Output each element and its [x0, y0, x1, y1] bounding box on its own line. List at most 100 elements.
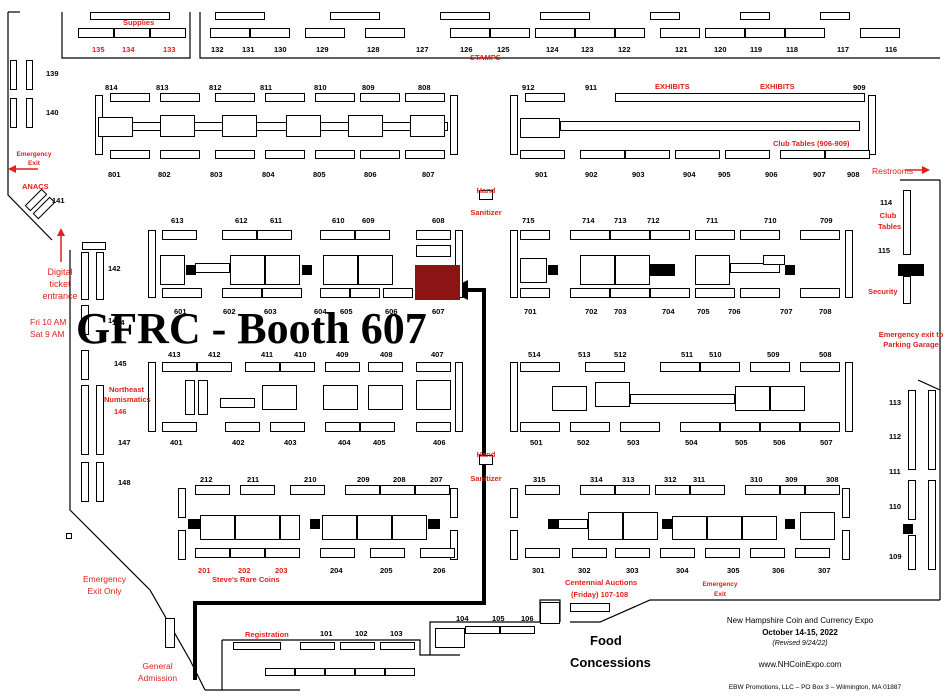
booth-table: [81, 462, 89, 502]
booth-table: [110, 150, 150, 159]
booth-table: [257, 230, 292, 240]
club-tables-906-label: Club Tables (906-909): [773, 139, 850, 148]
booth-table: [630, 394, 735, 404]
booth-number-708: 708: [819, 307, 832, 316]
booth-table: [110, 93, 150, 102]
booth-number-115: 115: [878, 246, 891, 255]
booth-table: [450, 95, 458, 155]
booth-table: [610, 230, 650, 240]
booth-number-119: 119: [750, 45, 763, 54]
booth-number-123: 123: [581, 45, 594, 54]
booth-table: [655, 485, 690, 495]
booth-table: [160, 255, 185, 285]
booth-number-814: 814: [105, 83, 118, 92]
booth-number-504: 504: [685, 438, 698, 447]
centennial-auctions-label: Centennial Auctions: [565, 578, 638, 587]
booth-block: [302, 265, 312, 275]
booth-table: [96, 462, 104, 502]
booth-table: [615, 93, 865, 102]
booth-table: [540, 602, 560, 624]
booth-block: [428, 519, 440, 529]
booth-table: [720, 422, 760, 432]
booth-block: [785, 265, 795, 275]
booth-table: [842, 530, 850, 560]
booth-number-305: 305: [727, 566, 740, 575]
booth-table: [572, 548, 607, 558]
booth-number-702: 702: [585, 307, 598, 316]
booth-table: [416, 230, 451, 240]
booth-number-404: 404: [338, 438, 351, 447]
booth-block: [186, 265, 196, 275]
booth-table: [320, 548, 355, 558]
booth-number-510: 510: [709, 350, 722, 359]
booth-number-413: 413: [168, 350, 181, 359]
booth-table: [805, 485, 840, 495]
booth-table: [162, 288, 202, 298]
centennial-booths-label: (Friday) 107-108: [571, 590, 629, 599]
hand-sanitizer-label-2: Hand Sanitizer: [470, 450, 502, 483]
booth-number-103: 103: [390, 629, 403, 638]
event-name: New Hampshire Coin and Currency Expo: [726, 616, 874, 625]
steves-rare-coins-label: Steve's Rare Coins: [212, 575, 280, 584]
booth-table: [730, 263, 780, 273]
concessions-label: Concessions: [570, 655, 651, 670]
booth-block: [662, 519, 672, 529]
booth-number-807: 807: [422, 170, 435, 179]
booth-number-706: 706: [728, 307, 741, 316]
booth-table: [908, 480, 916, 520]
booth-table: [230, 548, 265, 558]
booth-number-715: 715: [522, 216, 535, 225]
booth-table: [195, 548, 230, 558]
booth-number-112: 112: [889, 432, 902, 441]
booth-number-131: 131: [242, 45, 255, 54]
booth-number-124: 124: [546, 45, 559, 54]
booth-number-126: 126: [460, 45, 473, 54]
booth-number-140: 140: [46, 108, 59, 117]
booth-table: [520, 258, 547, 283]
booth-number-908: 908: [847, 170, 860, 179]
booth-table: [222, 230, 257, 240]
booth-table: [552, 386, 587, 411]
booth-table: [365, 28, 405, 38]
booth-number-709: 709: [820, 216, 833, 225]
booth-number-301: 301: [532, 566, 545, 575]
booth-table: [415, 485, 450, 495]
booth-table: [148, 362, 156, 432]
booth-table: [675, 150, 720, 159]
booth-table: [615, 28, 645, 38]
booth-table: [178, 530, 186, 560]
booth-table: [360, 93, 400, 102]
food-label: Food: [590, 633, 622, 648]
hours-saturday-label: Sat 9 AM: [30, 329, 65, 339]
booth-table: [162, 230, 197, 240]
booth-number-411: 411: [261, 350, 274, 359]
booth-table: [695, 230, 735, 240]
booth-table: [570, 422, 610, 432]
event-dates: October 14-15, 2022: [762, 628, 838, 637]
security-label: Security: [868, 287, 898, 296]
booth-number-309: 309: [785, 475, 798, 484]
booth-number-312: 312: [664, 475, 677, 484]
booth-number-502: 502: [577, 438, 590, 447]
booth-607-highlight[interactable]: [415, 265, 460, 300]
booth-table: [510, 230, 518, 298]
booth-number-904: 904: [683, 170, 696, 179]
booth-number-508: 508: [819, 350, 832, 359]
booth-table: [200, 515, 235, 540]
booth-number-501: 501: [530, 438, 543, 447]
booth-number-605: 605: [340, 307, 353, 316]
booth-table: [160, 150, 200, 159]
booth-table: [360, 150, 400, 159]
booth-table: [570, 230, 610, 240]
booth-number-135: 135: [92, 45, 105, 54]
booth-table: [623, 512, 658, 540]
booth-table: [745, 28, 785, 38]
booth-number-802: 802: [158, 170, 171, 179]
booth-number-512: 512: [614, 350, 627, 359]
booth-number-609: 609: [362, 216, 375, 225]
booth-table: [650, 12, 680, 20]
event-website[interactable]: www.NHCoinExpo.com: [758, 660, 842, 669]
booth-table: [380, 485, 415, 495]
booth-number-211: 211: [247, 475, 260, 484]
booth-table: [160, 115, 195, 137]
